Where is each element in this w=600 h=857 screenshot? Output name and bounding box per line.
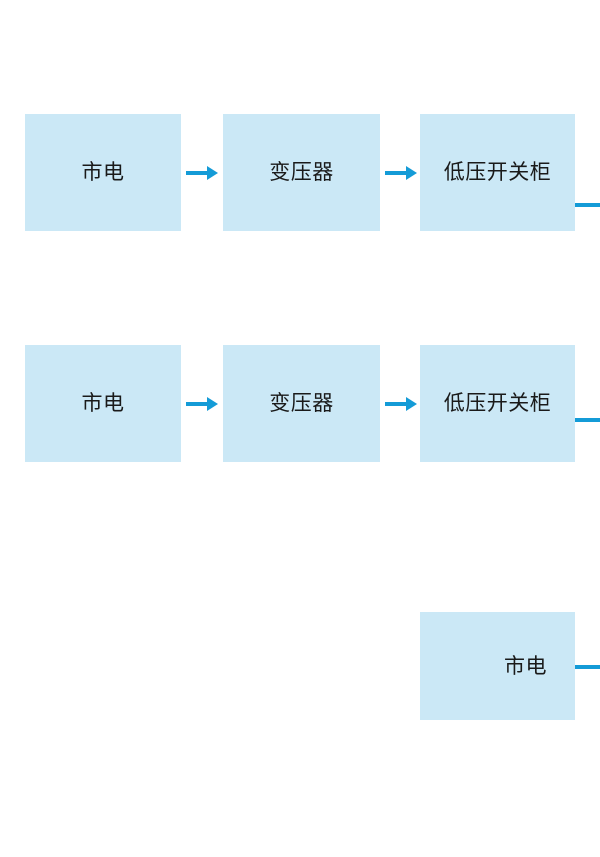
node-r2n3[interactable]: 低压开关柜: [420, 345, 575, 462]
node-r3n1[interactable]: 市电: [420, 612, 575, 720]
node-label: 低压开关柜: [443, 161, 552, 184]
node-label: 变压器: [269, 392, 334, 415]
edge-line-r2e1: [575, 418, 600, 422]
node-r1n2[interactable]: 变压器: [223, 114, 380, 231]
node-label: 市电: [81, 392, 125, 415]
node-label: 市电: [504, 654, 547, 678]
node-label: 低压开关柜: [443, 392, 552, 415]
arrow-head-icon: [406, 397, 417, 411]
arrow-shaft: [385, 402, 407, 406]
arrow-shaft: [385, 171, 407, 175]
arrow-connector-r1a1: [186, 166, 218, 180]
arrow-head-icon: [406, 166, 417, 180]
arrow-connector-r2a1: [186, 397, 218, 411]
arrow-shaft: [186, 171, 208, 175]
arrow-connector-r1a2: [385, 166, 417, 180]
arrow-shaft: [186, 402, 208, 406]
node-label: 市电: [81, 161, 125, 184]
edge-line-r1e1: [575, 203, 600, 207]
edge-line-r3e1: [575, 665, 600, 669]
arrow-head-icon: [207, 166, 218, 180]
arrow-head-icon: [207, 397, 218, 411]
node-label: 变压器: [269, 161, 334, 184]
node-r1n3[interactable]: 低压开关柜: [420, 114, 575, 231]
node-r2n1[interactable]: 市电: [25, 345, 181, 462]
node-r2n2[interactable]: 变压器: [223, 345, 380, 462]
arrow-connector-r2a2: [385, 397, 417, 411]
node-r1n1[interactable]: 市电: [25, 114, 181, 231]
